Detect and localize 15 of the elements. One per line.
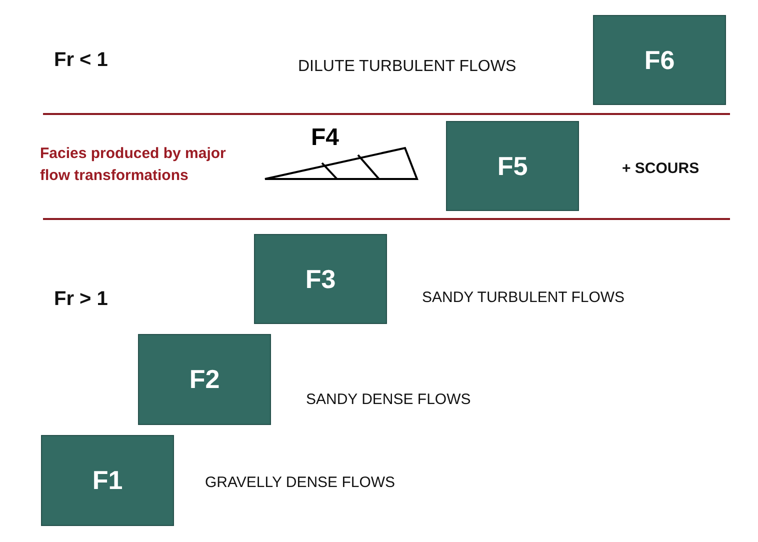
facies-box: F1 [41,435,174,526]
facies-box: F5 [446,121,579,211]
flow-type-label: SANDY TURBULENT FLOWS [422,288,625,308]
section-note: Facies produced by major flow transformations [40,144,227,186]
facies-box: F3 [254,234,387,324]
facies-box: F6 [593,15,726,105]
froude-label: Fr < 1 [54,48,108,73]
flow-type-label: DILUTE TURBULENT FLOWS [298,57,516,77]
facies-heading: F4 [311,126,340,150]
flow-type-label: GRAVELLY DENSE FLOWS [205,473,396,493]
flow-type-label: SANDY DENSE FLOWS [306,390,471,410]
wedge-facies [262,126,420,182]
froude-label: Fr > 1 [54,287,108,312]
facies-box: F2 [138,334,271,425]
scour-label: + SCOURS [622,159,700,179]
